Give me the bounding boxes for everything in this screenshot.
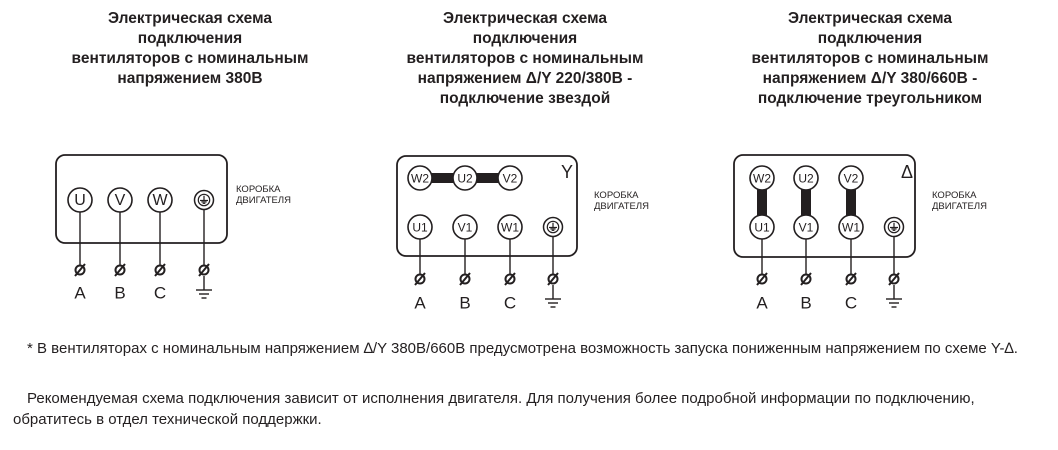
delta-bridge — [801, 178, 811, 227]
terminal-clamp-icon — [504, 272, 516, 286]
terminal-clamp-icon — [888, 272, 900, 286]
terminal-bottom-label: W1 — [842, 221, 860, 235]
phase-label: C — [845, 294, 857, 313]
terminal-bottom-label: U1 — [754, 221, 770, 235]
terminal-bottom — [452, 214, 478, 240]
terminal-bottom-label: U — [74, 192, 86, 209]
diagram-2-title: Электрическая схема подключения вентилят… — [406, 10, 644, 107]
phase-label: C — [504, 294, 516, 313]
terminal-top-label: V2 — [503, 172, 518, 186]
terminal-bottom-label: W — [152, 192, 168, 209]
terminal-top-label: W2 — [753, 172, 771, 186]
terminal-clamp-icon — [414, 272, 426, 286]
terminal-bottom — [838, 214, 864, 240]
diagram-3-title: Электрическая схема подключения вентилят… — [751, 10, 989, 107]
connection-mark-label: Δ — [901, 162, 913, 182]
diagram-1-title: Электрическая схема подключения вентилят… — [71, 10, 309, 87]
terminal-clamp-icon — [459, 272, 471, 286]
phase-label: B — [800, 294, 811, 313]
terminal-clamp-icon — [198, 263, 210, 277]
earth-terminal-icon — [883, 216, 905, 238]
ground-icon — [196, 276, 212, 299]
terminal-bottom — [107, 187, 133, 213]
terminal-clamp-icon — [845, 272, 857, 286]
ground-icon — [886, 285, 902, 308]
terminal-clamp-icon — [154, 263, 166, 277]
motor-box — [733, 154, 916, 258]
phase-label: A — [414, 294, 426, 313]
terminal-bottom-label: W1 — [501, 221, 519, 235]
phase-label: B — [114, 284, 125, 303]
terminal-bottom — [749, 214, 775, 240]
terminal-bottom — [793, 214, 819, 240]
terminal-top-label: U2 — [798, 172, 814, 186]
terminal-bottom-label: V1 — [458, 221, 473, 235]
terminal-top — [749, 165, 775, 191]
terminal-clamp-icon — [74, 263, 86, 277]
phase-label: C — [154, 284, 166, 303]
ground-icon — [545, 285, 561, 308]
delta-bridge — [846, 178, 856, 227]
terminal-bottom — [407, 214, 433, 240]
terminal-bottom-label: U1 — [412, 221, 428, 235]
terminal-top — [838, 165, 864, 191]
terminal-top-label: U2 — [457, 172, 473, 186]
terminal-top-label: W2 — [411, 172, 429, 186]
earth-terminal-icon — [193, 189, 215, 211]
terminal-clamp-icon — [756, 272, 768, 286]
motor-box — [55, 154, 228, 244]
terminal-bottom-label: V1 — [799, 221, 814, 235]
terminal-bottom — [497, 214, 523, 240]
footnote-text: * В вентиляторах с номинальным напряжени… — [27, 340, 1018, 357]
terminal-bottom — [67, 187, 93, 213]
phase-label: A — [756, 294, 768, 313]
terminal-top — [452, 165, 478, 191]
terminal-top — [497, 165, 523, 191]
terminal-bottom — [147, 187, 173, 213]
terminal-clamp-icon — [800, 272, 812, 286]
phase-label: B — [459, 294, 470, 313]
terminal-top-label: V2 — [844, 172, 859, 186]
delta-bridge — [757, 178, 767, 227]
terminal-top — [407, 165, 433, 191]
phase-label: A — [74, 284, 86, 303]
terminal-top — [793, 165, 819, 191]
earth-terminal-icon — [542, 216, 564, 238]
terminal-clamp-icon — [114, 263, 126, 277]
terminal-bottom-label: V — [115, 192, 126, 209]
connection-mark-label: Y — [561, 162, 573, 182]
recommendation-text: Рекомендуемая схема подключения зависит … — [13, 390, 975, 428]
terminal-clamp-icon — [547, 272, 559, 286]
